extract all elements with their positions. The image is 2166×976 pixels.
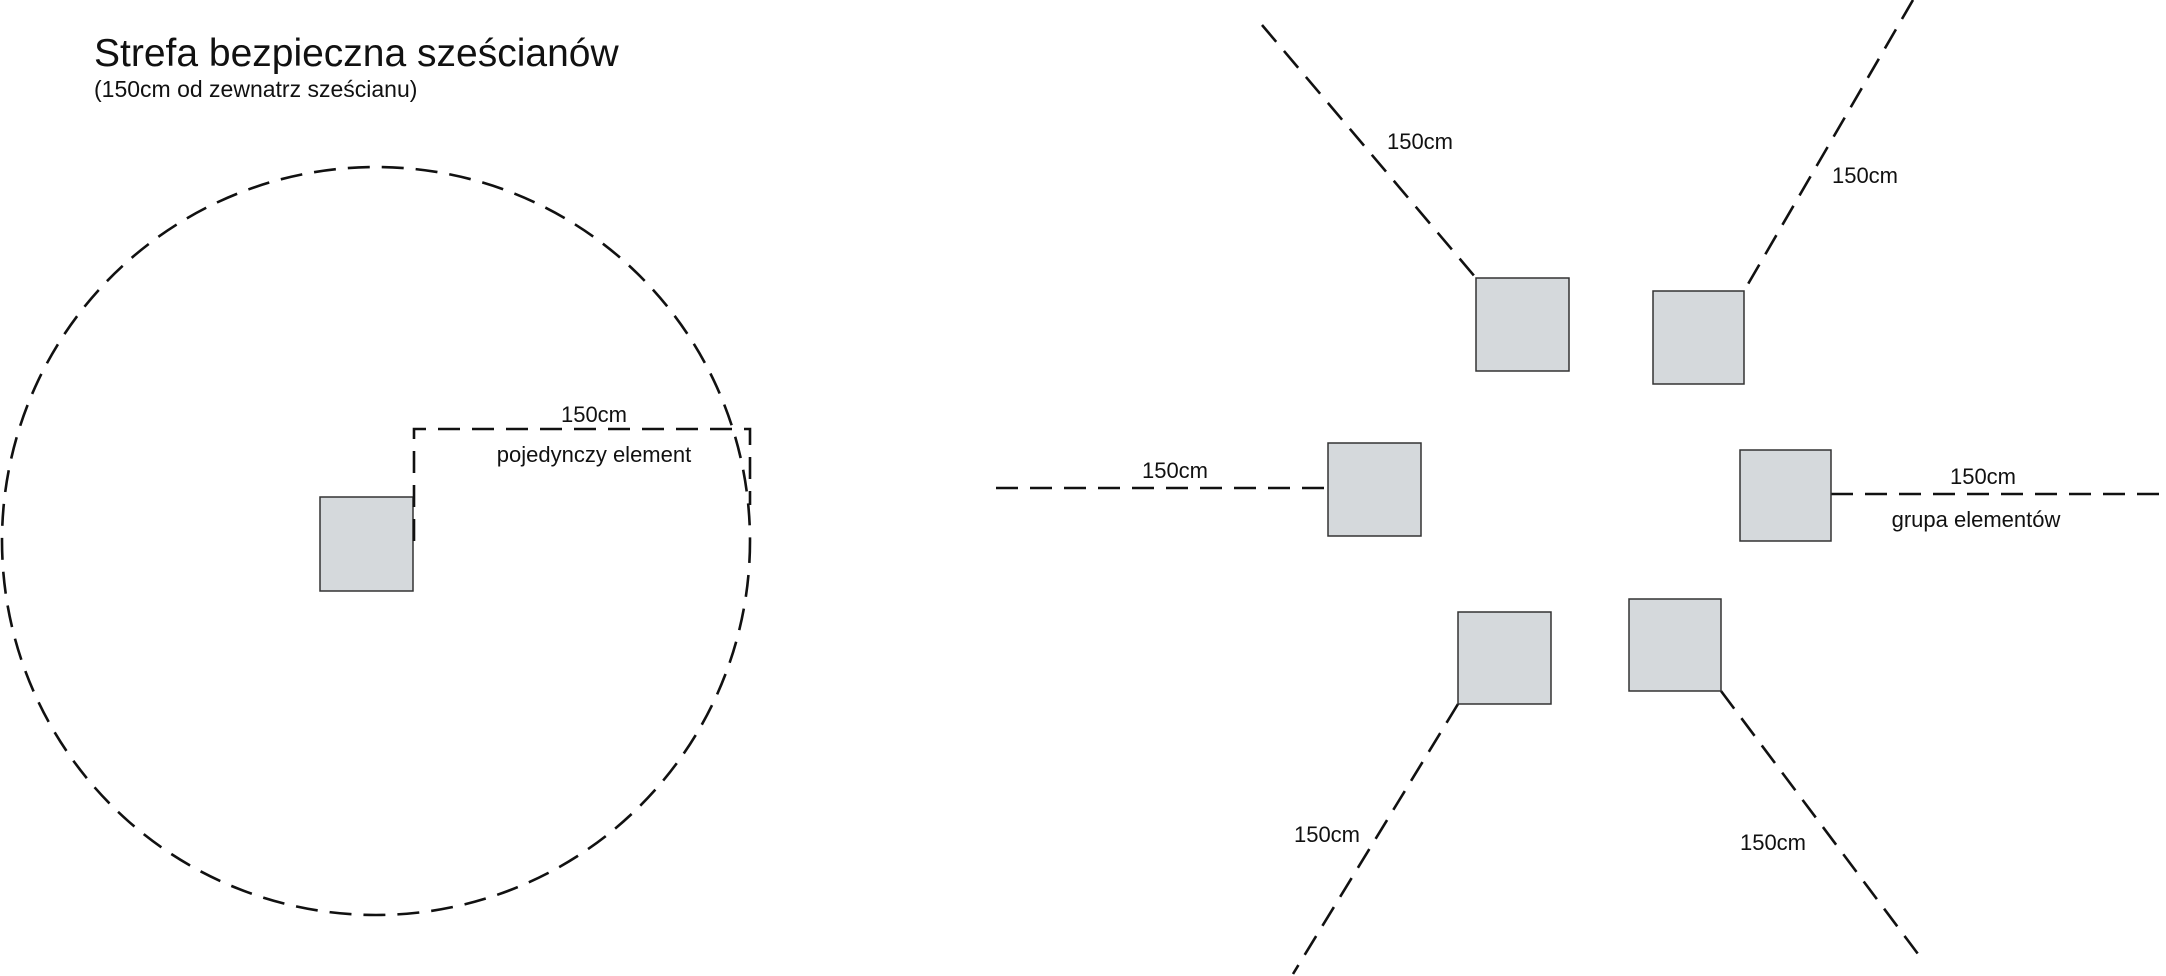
distance-line (1742, 0, 1915, 292)
diagram-subtitle: (150cm od zewnatrz sześcianu) (94, 76, 417, 102)
cube (1739, 449, 1832, 542)
distance-line (1291, 703, 1460, 975)
distance-label: 150cm (561, 402, 627, 427)
distance-label: 150cm (1832, 163, 1898, 188)
distance-label: 150cm (1950, 464, 2016, 489)
distance-dimension-line (412, 427, 752, 541)
distance-label: 150cm (1294, 822, 1360, 847)
cube (1327, 442, 1422, 537)
cube (1652, 290, 1745, 385)
distance-label: 150cm (1387, 129, 1453, 154)
distance-line (1261, 24, 1477, 279)
distance-label: 150cm (1142, 458, 1208, 483)
distance-line (1719, 690, 1926, 963)
group-elements: 150cm 150cm 150cm 150cm 150cm 150cm grup… (996, 0, 2166, 975)
single-element-caption: pojedynczy element (497, 442, 691, 467)
cube (1628, 598, 1722, 692)
safety-zone-circle (0, 165, 752, 917)
single-element-group: 150cm pojedynczy element (0, 165, 752, 917)
cube (319, 496, 414, 592)
group-caption: grupa elementów (1892, 507, 2061, 532)
cube (1457, 611, 1552, 705)
cube (1475, 277, 1570, 372)
diagram-title: Strefa bezpieczna sześcianów (94, 32, 619, 75)
distance-label: 150cm (1740, 830, 1806, 855)
